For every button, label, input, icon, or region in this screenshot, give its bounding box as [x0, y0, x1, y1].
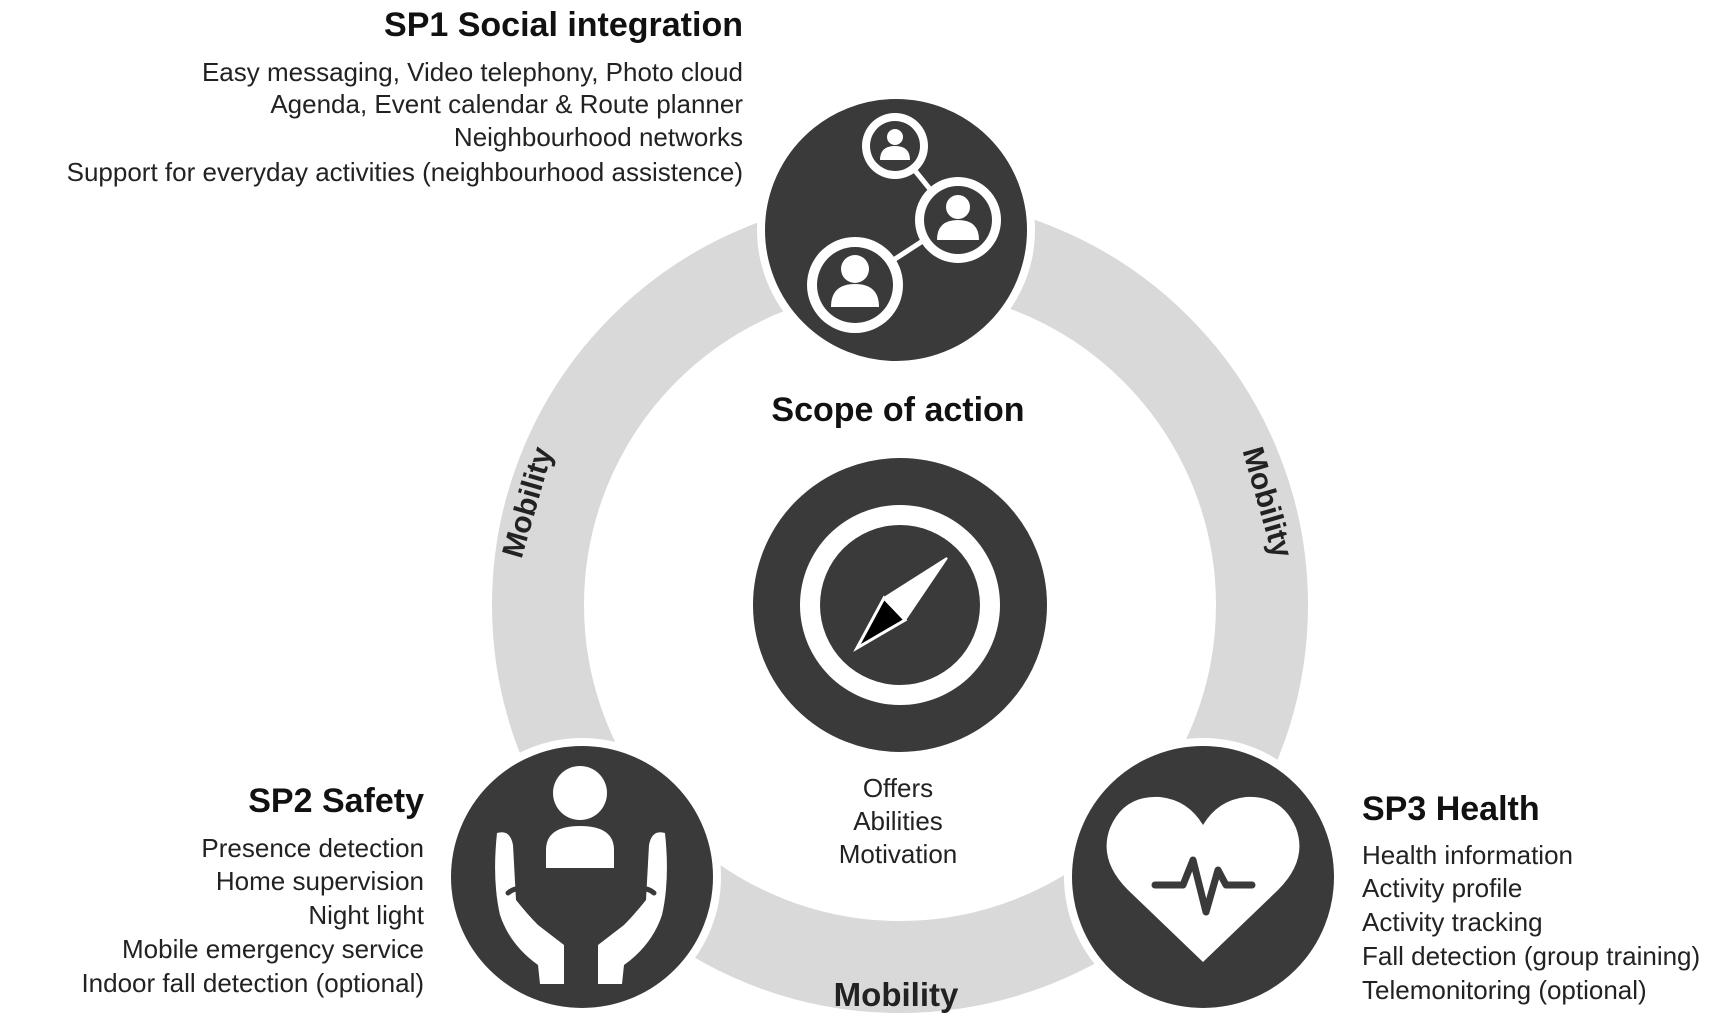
sp3-item: Activity profile	[1362, 873, 1522, 903]
sp3-item: Health information	[1362, 840, 1573, 870]
scope-of-action-title: Scope of action	[771, 391, 1024, 429]
sp2-item: Indoor fall detection (optional)	[81, 968, 424, 998]
sp1-item: Agenda, Event calendar & Route planner	[270, 89, 743, 119]
sp2-safety-circle	[443, 738, 721, 1016]
sp2-item: Presence detection	[201, 833, 424, 863]
sp1-item: Easy messaging, Video telephony, Photo c…	[202, 57, 743, 87]
sp3-item: Activity tracking	[1362, 907, 1543, 937]
care-hands-icon	[495, 766, 667, 984]
mobility-label-bottom: Mobility	[834, 976, 959, 1013]
heart-pulse-icon	[1106, 796, 1300, 962]
sp2-title: SP2 Safety	[248, 782, 424, 820]
compass-icon	[800, 505, 1000, 705]
sp1-social-integration-circle	[757, 91, 1035, 369]
social-network-icon	[807, 113, 1001, 333]
sp1-title: SP1 Social integration	[384, 6, 743, 44]
center-line-offers: Offers	[863, 773, 933, 803]
sp2-item: Night light	[308, 900, 424, 930]
sp3-title: SP3 Health	[1362, 790, 1540, 828]
center-compass-circle	[747, 452, 1053, 758]
sp1-item: Support for everyday activities (neighbo…	[67, 157, 743, 187]
sp3-item: Fall detection (group training)	[1362, 941, 1700, 971]
center-line-abilities: Abilities	[853, 806, 943, 836]
sp2-item: Home supervision	[216, 866, 424, 896]
sp1-item: Neighbourhood networks	[454, 122, 743, 152]
sp3-health-circle	[1064, 738, 1342, 1016]
sp2-item: Mobile emergency service	[122, 934, 424, 964]
sp3-item: Telemonitoring (optional)	[1362, 975, 1647, 1005]
center-line-motivation: Motivation	[839, 839, 958, 869]
